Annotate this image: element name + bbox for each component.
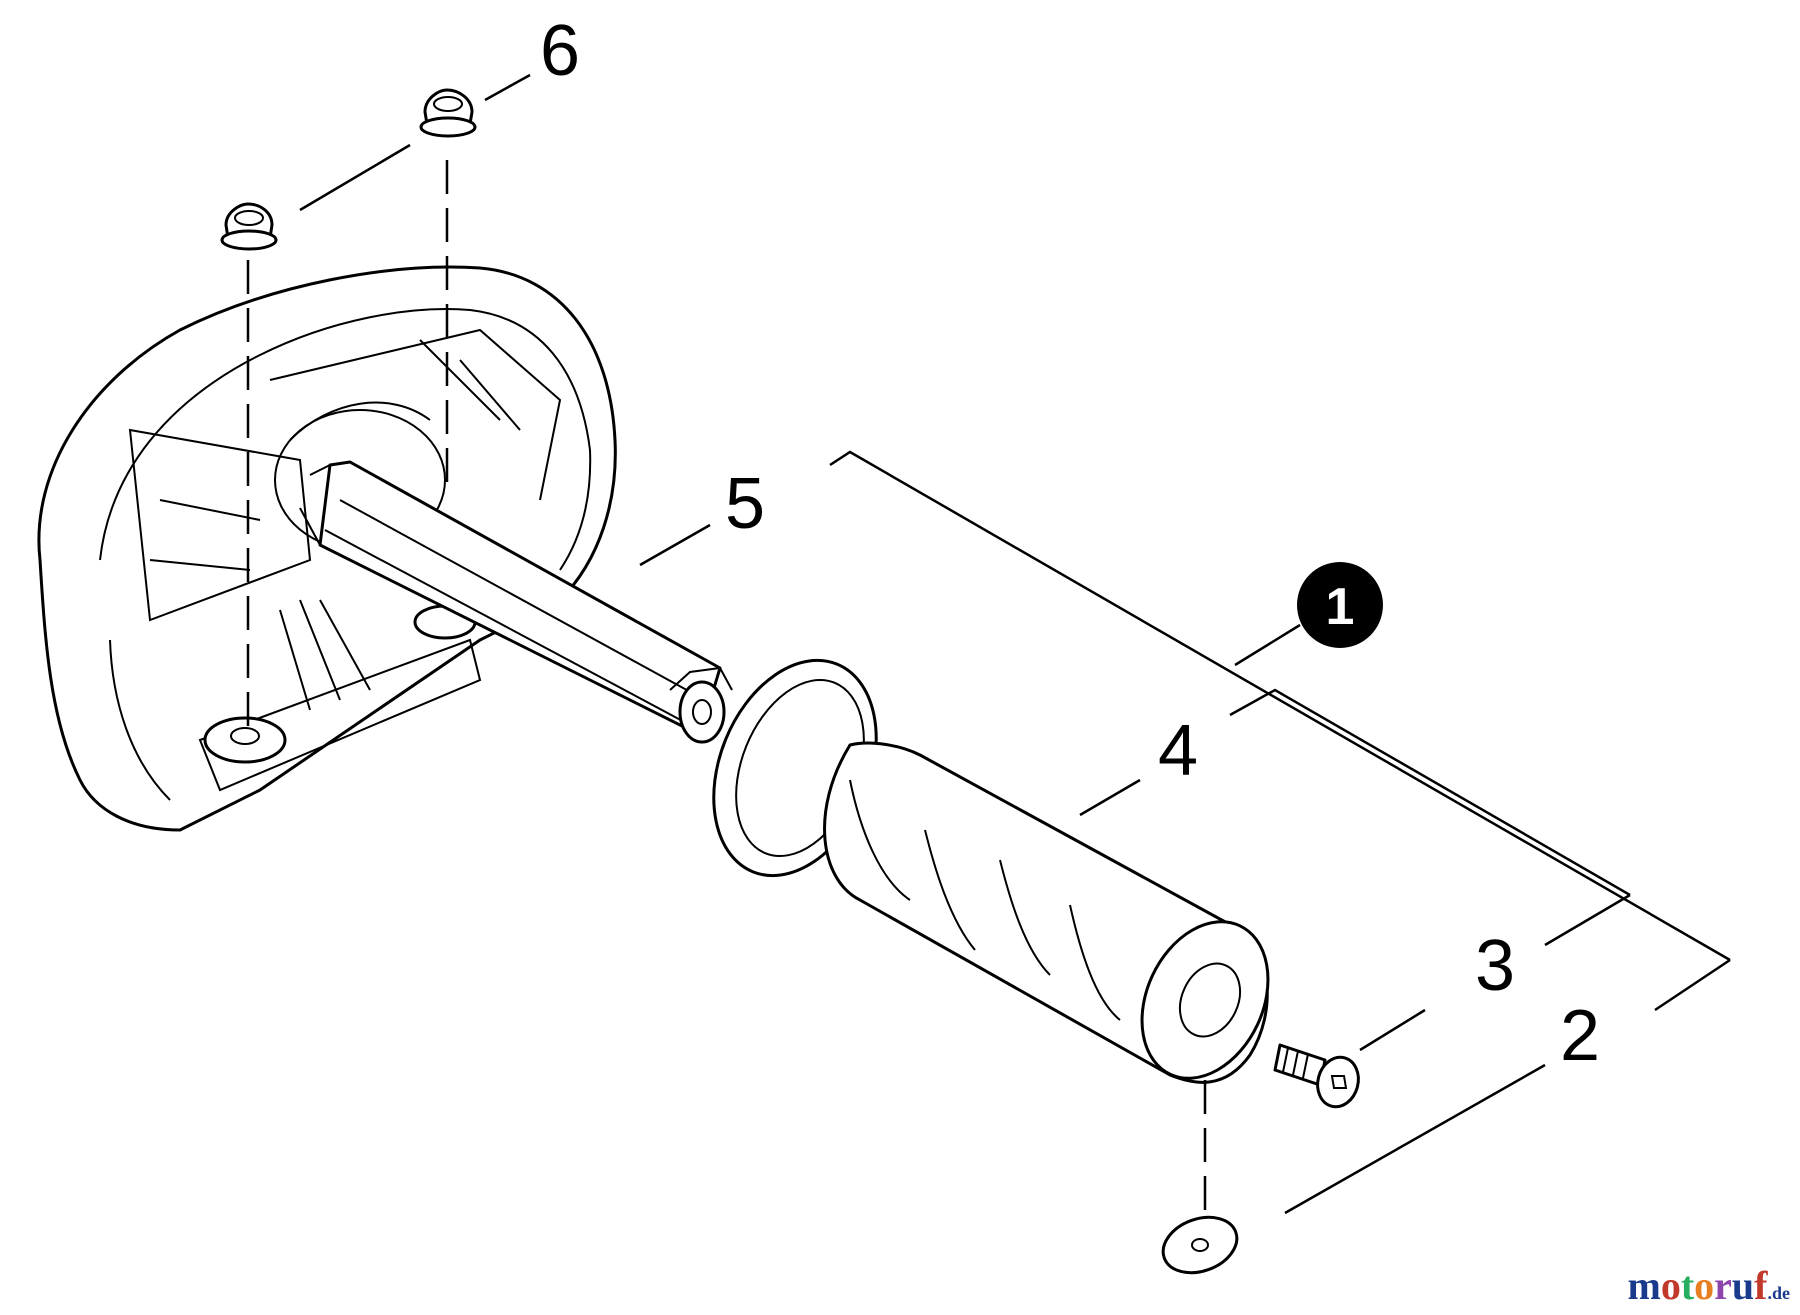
flange-nut-left <box>220 202 278 251</box>
bracket-tube-shaft <box>299 460 733 744</box>
callout-2: 2 <box>1560 996 1600 1076</box>
watermark-letter: r <box>1714 1263 1732 1308</box>
callout-6: 6 <box>540 11 580 91</box>
watermark-letter: u <box>1731 1263 1755 1308</box>
watermark-text: motoruf <box>1628 1263 1768 1308</box>
callout-5: 5 <box>725 464 765 544</box>
callout-3: 3 <box>1475 926 1515 1006</box>
flange-nut-right <box>419 88 477 138</box>
leader-lines <box>299 73 1731 1215</box>
callout-4: 4 <box>1158 711 1198 791</box>
watermark-logo: motoruf.de <box>1628 1262 1791 1309</box>
watermark-tld: .de <box>1767 1283 1791 1303</box>
washer <box>1161 1215 1239 1275</box>
callout-1-badge: 1 <box>1297 562 1383 648</box>
watermark-letter: f <box>1754 1263 1768 1308</box>
watermark-letter: t <box>1680 1263 1695 1308</box>
watermark-letter: o <box>1660 1263 1681 1308</box>
callout-1: 1 <box>1326 578 1355 636</box>
watermark-letter: o <box>1694 1263 1715 1308</box>
cap-screw <box>1273 1043 1360 1109</box>
watermark-letter: m <box>1627 1263 1661 1308</box>
handle-grip <box>712 658 1270 1084</box>
